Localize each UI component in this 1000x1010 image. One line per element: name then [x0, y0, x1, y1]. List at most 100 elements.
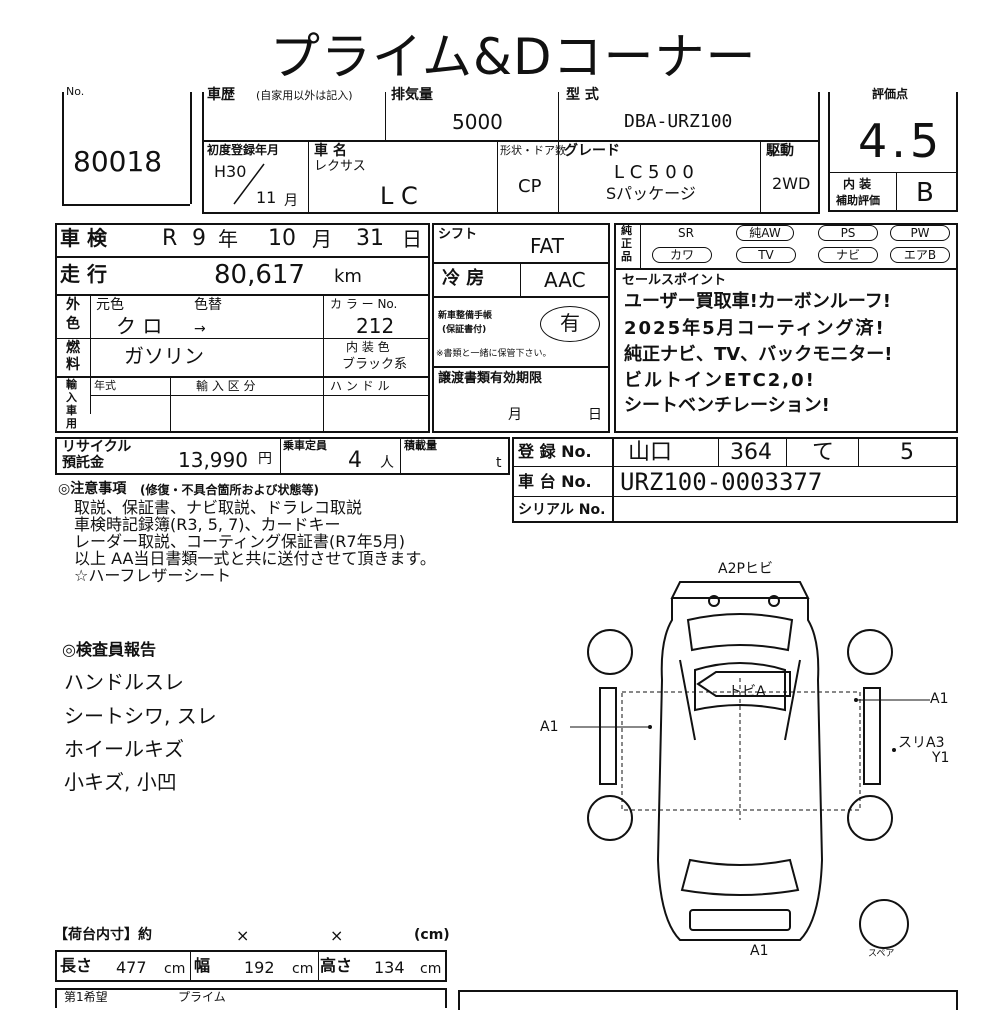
notes-line-1: 取説、保証書、ナビ取説、ドラレコ取説 — [74, 498, 363, 517]
line — [786, 437, 787, 466]
car-diagram — [570, 581, 930, 949]
car-maker: レクサス — [314, 159, 366, 174]
shift-value: FAT — [530, 234, 565, 258]
line — [323, 294, 324, 376]
chassis-value: URZ100-0003377 — [620, 468, 823, 496]
equip-label-2: 正 — [621, 237, 632, 250]
car-name: L C — [380, 182, 418, 210]
registration-pref: 山口 — [628, 440, 673, 465]
orig-color-value: ク ロ — [116, 314, 163, 338]
sales-line-3: 純正ナビ、TV、バックモニター! — [624, 344, 893, 365]
score-divider — [828, 172, 958, 173]
score-label: 評価点 — [872, 87, 909, 101]
interior-color-label: 内 装 色 — [346, 340, 390, 354]
color-label-2: 色 — [66, 316, 80, 332]
sales-line-4: ビルトインETC2,0! — [624, 370, 816, 391]
cargo-width-label: 幅 — [194, 956, 211, 975]
pref-value: プライム — [178, 990, 226, 1004]
registration-kana: て — [812, 440, 835, 465]
line — [400, 437, 401, 475]
import-year-label: 年式 — [94, 379, 116, 392]
registration-box — [512, 437, 958, 523]
equip-alloy-wheel: 純AW — [736, 225, 794, 241]
inspection-m-unit: 月 — [312, 227, 332, 251]
hdr-line — [308, 140, 309, 212]
inspection-month: 10 — [268, 226, 296, 251]
line — [718, 437, 719, 466]
shape-label: 形状・ドア数 — [500, 144, 566, 157]
drive-label: 駆動 — [766, 143, 794, 159]
capacity-unit: 人 — [380, 455, 394, 471]
import-label-4: 用 — [66, 417, 77, 430]
grade-line1: L C 5 0 0 — [614, 162, 694, 183]
hdr-line — [202, 212, 818, 214]
first-reg-label: 初度登録年月 — [207, 143, 280, 157]
hdr-line — [385, 92, 386, 140]
diagram-left-label: A1 — [540, 719, 559, 735]
mileage-label: 走 行 — [60, 262, 107, 286]
fuel-label-1: 燃 — [66, 340, 80, 356]
mileage-unit: km — [334, 266, 362, 287]
line — [55, 376, 430, 378]
cargo-unit: (cm) — [414, 927, 450, 943]
notes-heading: ◎注意事項 — [58, 481, 127, 497]
equip-label-1: 純 — [621, 224, 632, 237]
cargo-height-unit: cm — [420, 961, 442, 977]
cargo-x1: × — [236, 926, 250, 945]
equipment-box — [614, 223, 958, 433]
transfer-month: 月 — [508, 407, 522, 423]
registration-label: 登 録 No. — [518, 442, 592, 461]
import-handle-label: ハ ン ド ル — [330, 379, 390, 393]
shape-value: CP — [518, 176, 542, 197]
score-box — [828, 92, 958, 212]
inspector-line-4: 小キズ, 小凹 — [64, 770, 177, 794]
inspection-label: 車 検 — [60, 226, 107, 250]
line — [55, 294, 430, 296]
hdr-line — [202, 92, 204, 214]
diagram-bottom-label: A1 — [750, 943, 769, 959]
slash-mark — [233, 163, 265, 205]
inspection-y-unit: 年 — [218, 227, 238, 251]
import-label-2: 入 — [66, 391, 77, 404]
line — [640, 223, 641, 268]
recycle-unit: 円 — [258, 451, 272, 467]
equip-airbag: エアB — [890, 247, 950, 263]
hdr-line — [760, 140, 761, 212]
ac-label: 冷 房 — [442, 268, 485, 289]
equip-pw: PW — [890, 225, 950, 241]
line — [323, 376, 324, 433]
lot-bracket-right — [190, 92, 192, 204]
notes-line-4: 以上 AA当日書類一式と共に送付させて頂きます。 — [74, 549, 436, 568]
first-reg-month-unit: 月 — [284, 193, 298, 209]
handbook-note: ※書類と一緒に保管下さい。 — [436, 349, 552, 359]
recycle-value: 13,990 — [178, 448, 248, 472]
handbook-label-2: (保証書付) — [442, 325, 487, 335]
registration-num: 364 — [730, 440, 772, 465]
drive-value: 2WD — [772, 174, 811, 193]
diagram-right-label-2b: Y1 — [932, 750, 950, 766]
diagram-right-label-1: A1 — [930, 691, 949, 707]
pref-box — [55, 988, 447, 1008]
car-name-label: 車 名 — [314, 143, 347, 159]
page-title: プライム&Dコーナー — [270, 28, 757, 86]
line — [318, 950, 319, 982]
equip-label-3: 品 — [621, 250, 632, 263]
displacement-label: 排気量 — [391, 87, 433, 103]
equip-leather: カワ — [652, 247, 712, 263]
lot-number: 80018 — [73, 145, 163, 178]
color-code-value: 212 — [356, 314, 395, 338]
pref-label: 第1希望 — [64, 990, 108, 1004]
lot-label: No. — [66, 85, 85, 98]
color-code-label: カ ラ ー No. — [330, 297, 398, 311]
recycle-label-1: リサイクル — [62, 439, 132, 455]
cargo-width-value: 192 — [244, 958, 275, 977]
cargo-length-label: 長さ — [60, 956, 93, 975]
line — [170, 376, 171, 433]
model-label: 型 式 — [566, 87, 599, 103]
serial-label: シリアル No. — [518, 502, 606, 518]
line — [512, 466, 958, 467]
cargo-height-label: 高さ — [320, 956, 353, 975]
score-value: 4.5 — [858, 114, 944, 168]
cargo-length-unit: cm — [164, 961, 186, 977]
cargo-heading: 【荷台内寸】約 — [54, 927, 152, 943]
